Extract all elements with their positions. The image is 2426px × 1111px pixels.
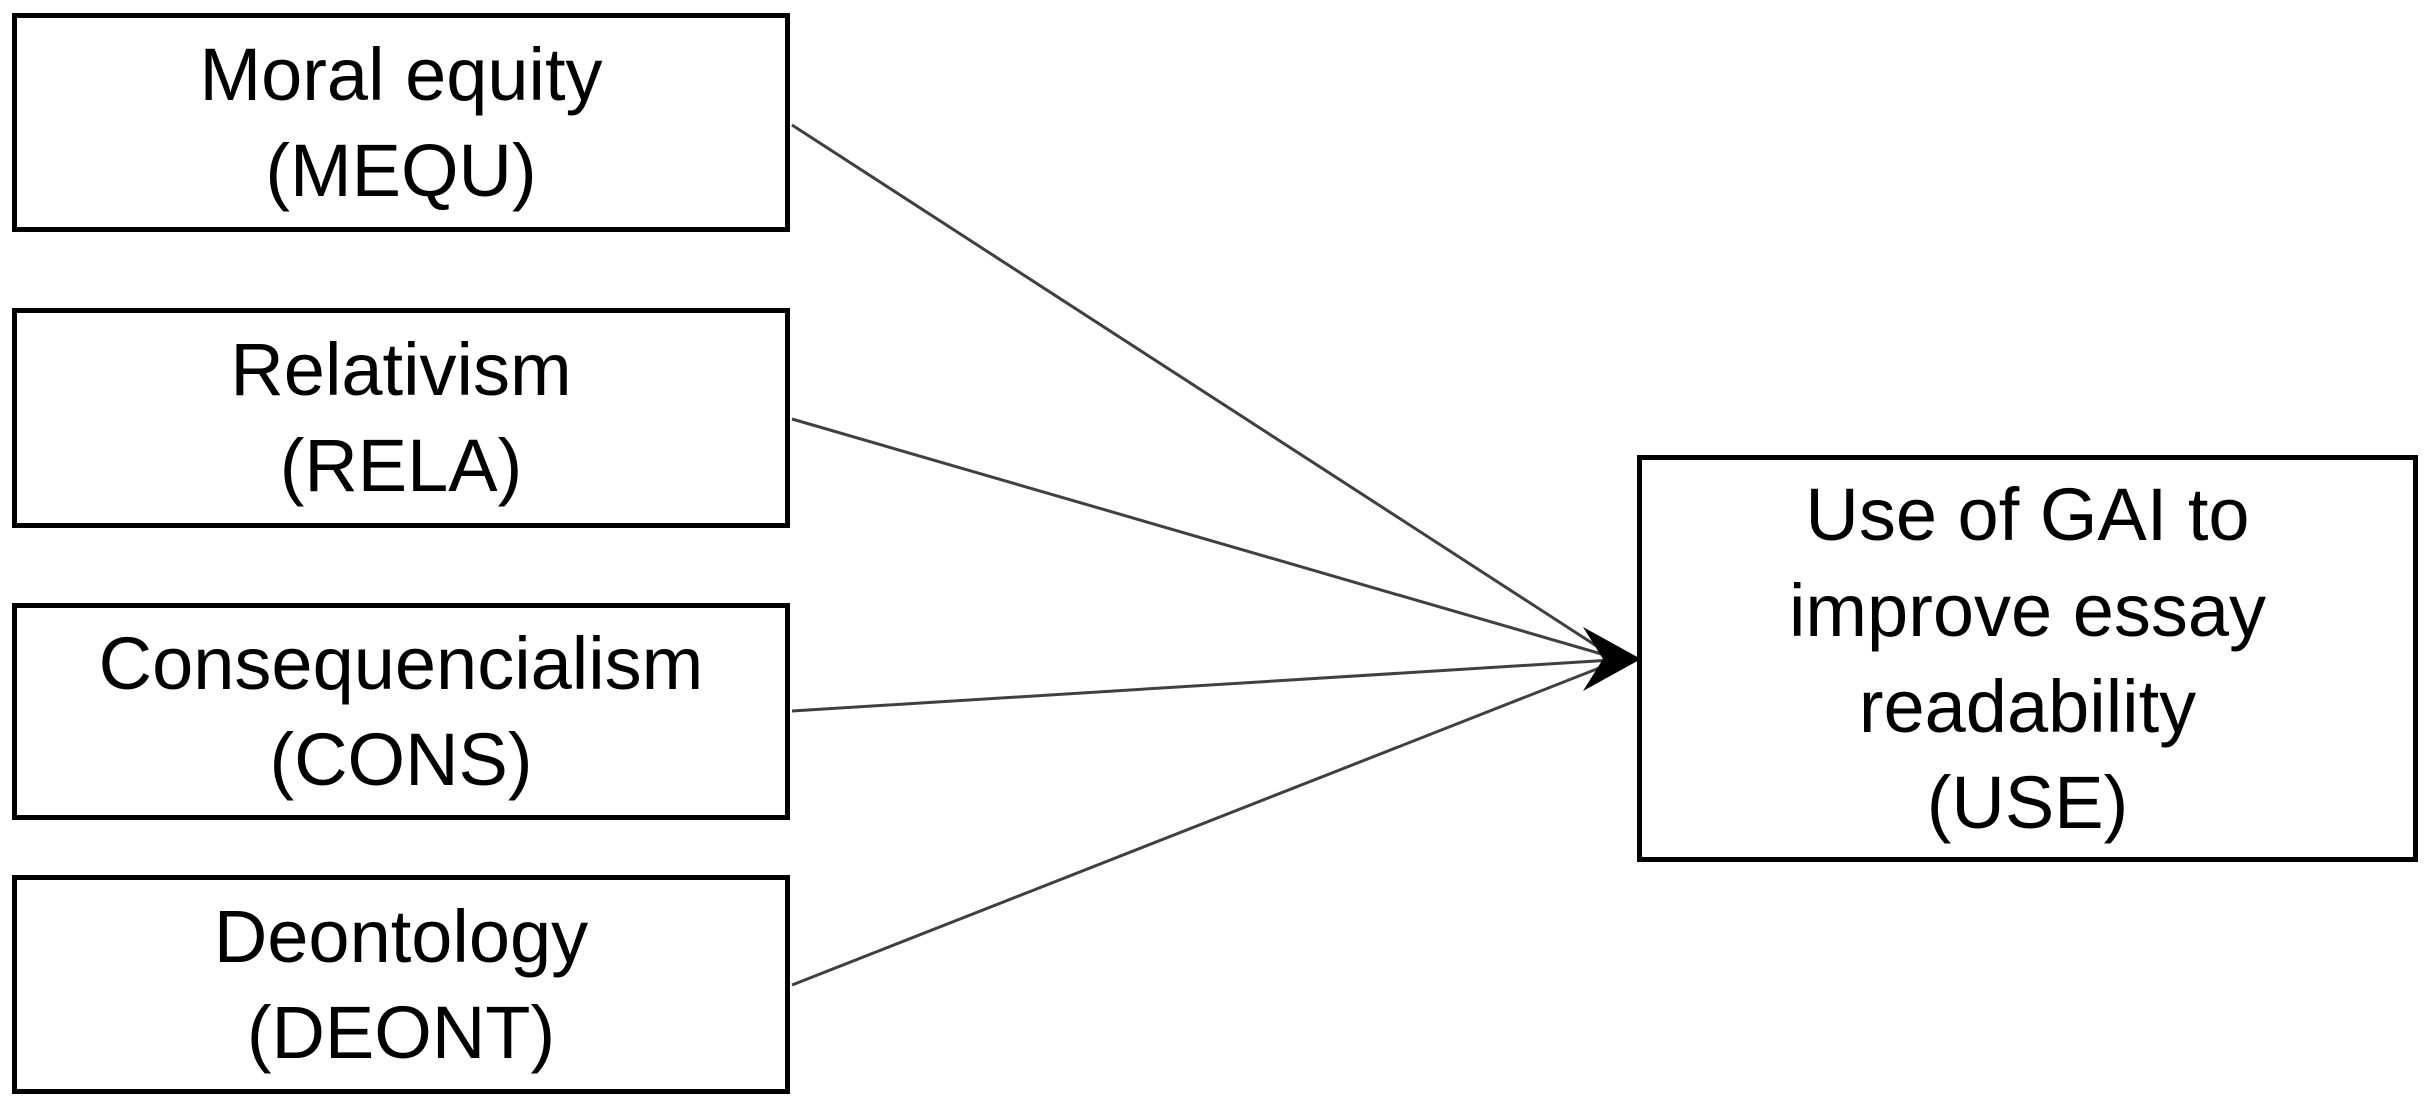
predictor-label: Consequencialism — [98, 621, 704, 705]
predictor-label: Deontology — [213, 894, 589, 978]
outcome-code: (USE) — [1926, 760, 2129, 844]
predictor-label: Moral equity — [199, 32, 603, 116]
outcome-label-line: Use of GAI to — [1805, 472, 2250, 556]
predictor-code: (DEONT) — [246, 990, 556, 1074]
predictor-box-deontology: Deontology (DEONT) — [12, 875, 790, 1094]
outcome-label-line: readability — [1858, 664, 2197, 748]
predictor-box-moral-equity: Moral equity (MEQU) — [12, 13, 790, 232]
connector-line-deont-use — [791, 661, 1613, 987]
arrowhead-icon — [1583, 627, 1641, 691]
predictor-box-consequencialism: Consequencialism (CONS) — [12, 603, 790, 820]
outcome-box-use-of-gai: Use of GAI to improve essay readability … — [1637, 455, 2418, 862]
predictor-box-relativism: Relativism (RELA) — [12, 308, 790, 528]
outcome-label-line: improve essay — [1788, 568, 2267, 652]
connector-line-rela-use — [791, 417, 1613, 659]
predictor-label: Relativism — [230, 328, 572, 411]
connector-line-cons-use — [791, 658, 1613, 713]
predictor-code: (CONS) — [269, 717, 533, 801]
predictor-code: (MEQU) — [265, 128, 537, 212]
connector-line-mequ-use — [791, 123, 1613, 658]
predictor-code: (RELA) — [279, 424, 523, 507]
